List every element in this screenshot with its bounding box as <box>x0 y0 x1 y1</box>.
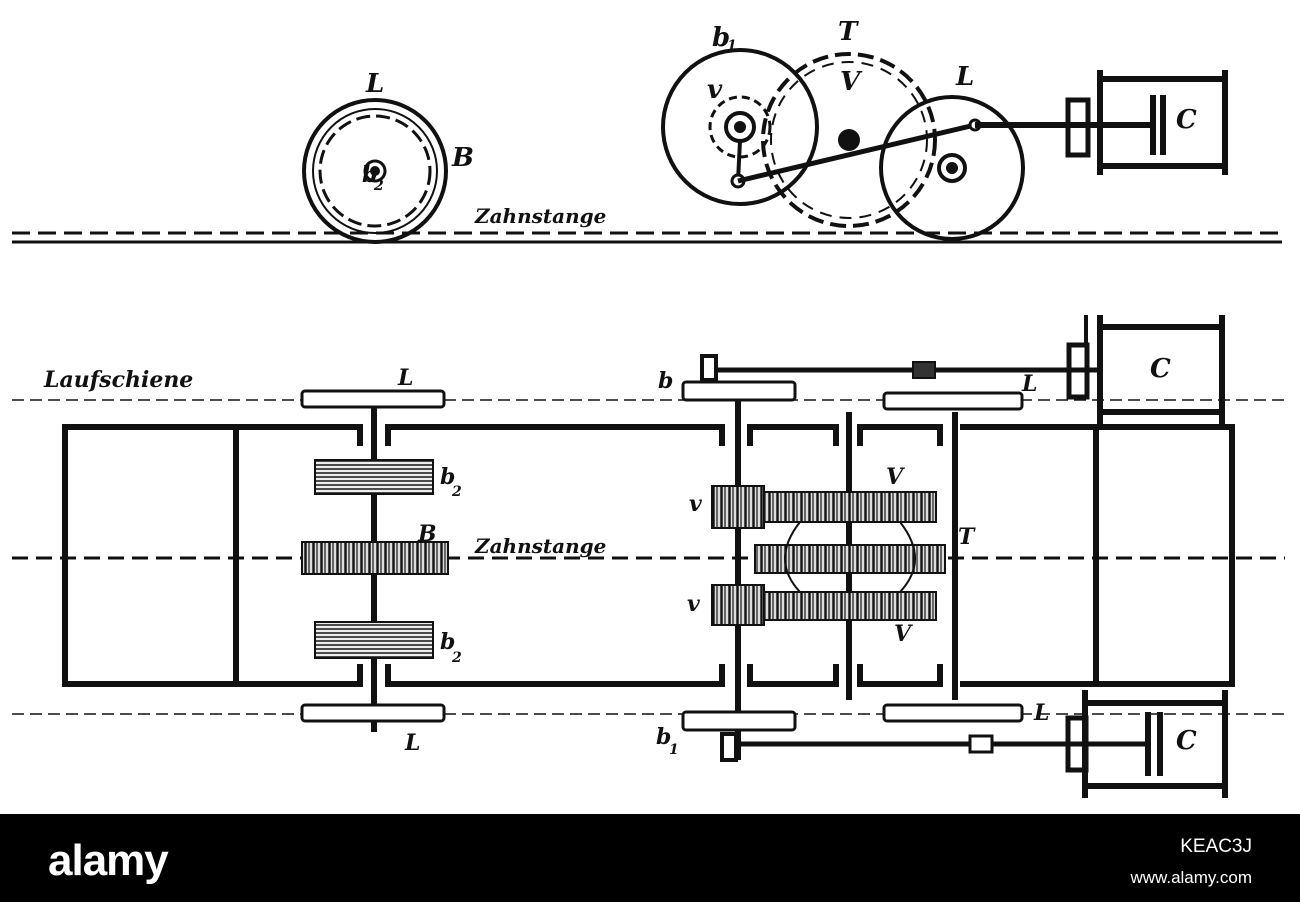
connecting-rod-side <box>737 122 976 184</box>
rack-railway-locomotive-diagram: L b 2 B Zahnstange b 1 v T V L C <box>12 17 1285 798</box>
label-zahnstange-plan: Zahnstange <box>474 534 606 558</box>
label-V-upper-plan: V <box>886 464 905 490</box>
gear-V-upper <box>763 491 937 523</box>
crosshead-bottom <box>968 734 994 754</box>
transmission-gear-side <box>761 52 937 228</box>
label-sub2-lower-plan: 2 <box>451 650 462 666</box>
cylinder-side <box>1065 70 1228 175</box>
alamy-logo: alamy <box>48 836 169 885</box>
crosshead-top <box>912 361 936 379</box>
pinion-v-lower <box>711 584 765 626</box>
site-url: www.alamy.com <box>1130 868 1252 887</box>
label-b-lower-plan: b <box>440 629 455 655</box>
cylinder-top-plan <box>1066 315 1225 424</box>
wheel-L-bottom-plan <box>300 703 446 723</box>
label-C-bottom-plan: C <box>1176 726 1197 756</box>
image-id: KEAC3J <box>1180 836 1252 857</box>
label-sub2-upper-plan: 2 <box>451 484 462 500</box>
gear-T-center <box>754 544 946 574</box>
carrying-wheel-side <box>302 98 448 244</box>
label-L-plan-rear-top: L <box>1021 371 1037 397</box>
label-v-upper-plan: v <box>689 491 702 517</box>
label-L-rear-side: L <box>955 62 974 92</box>
label-b-upper-plan: b <box>440 464 455 490</box>
drive-wheel-b1-side <box>661 48 819 206</box>
label-L-plan-front-bottom: L <box>404 730 420 756</box>
label-L-wheel-side: L <box>365 69 384 99</box>
label-V-side: V <box>840 67 863 97</box>
label-T-side: T <box>838 17 859 47</box>
plan-view: Laufschiene L b 2 B Zahnstange b 2 L b v… <box>12 315 1285 798</box>
label-b1-side: b <box>712 23 730 53</box>
crank-top <box>700 354 718 382</box>
label-laufschiene: Laufschiene <box>43 367 193 393</box>
wheel-L-rear-bottom-plan <box>882 703 1024 723</box>
crank-bottom <box>720 732 738 762</box>
pinion-v-upper <box>711 485 765 529</box>
gear-V-lower <box>763 591 937 621</box>
axle-rear <box>882 391 1024 723</box>
label-b1-bottom-plan: b <box>656 724 671 750</box>
label-L-plan-front-top: L <box>397 365 413 391</box>
wheel-b-top-plan <box>681 380 797 402</box>
watermark-footer: alamy KEAC3J www.alamy.com <box>0 814 1300 902</box>
wheel-L-top-plan <box>300 389 446 409</box>
label-sub1-bottom-plan: 1 <box>669 742 679 758</box>
label-C-top-plan: C <box>1150 354 1171 384</box>
label-L-plan-rear-bottom: L <box>1033 700 1049 726</box>
label-B-side: B <box>451 143 474 173</box>
label-B-plan: B <box>417 521 437 547</box>
label-T-plan: T <box>958 524 976 550</box>
label-zahnstange-side: Zahnstange <box>474 204 606 228</box>
cylinder-bottom-plan <box>1065 690 1228 798</box>
wheel-L-rear-top-plan <box>882 391 1024 411</box>
label-sub2-side: 2 <box>373 178 384 194</box>
label-sub1-side: 1 <box>727 38 737 54</box>
rear-wheel-side <box>879 95 1025 241</box>
label-v-side: v <box>707 75 723 105</box>
pinion-B-center <box>301 541 449 575</box>
side-elevation: L b 2 B Zahnstange b 1 v T V L C <box>12 17 1282 244</box>
pinion-b2-lower <box>314 621 434 659</box>
axle-front <box>300 389 449 732</box>
label-b-side: b <box>362 162 377 188</box>
pinion-b2-upper <box>314 459 434 495</box>
label-v-lower-plan: v <box>687 591 700 617</box>
label-b-top-plan: b <box>658 368 673 394</box>
locomotive-frame <box>62 424 1235 687</box>
wheel-b1-bottom-plan <box>681 710 797 732</box>
axle-intermediate <box>754 412 946 700</box>
axle-driving <box>681 354 797 762</box>
label-C-side: C <box>1176 105 1197 135</box>
label-V-lower-plan: V <box>894 621 913 647</box>
